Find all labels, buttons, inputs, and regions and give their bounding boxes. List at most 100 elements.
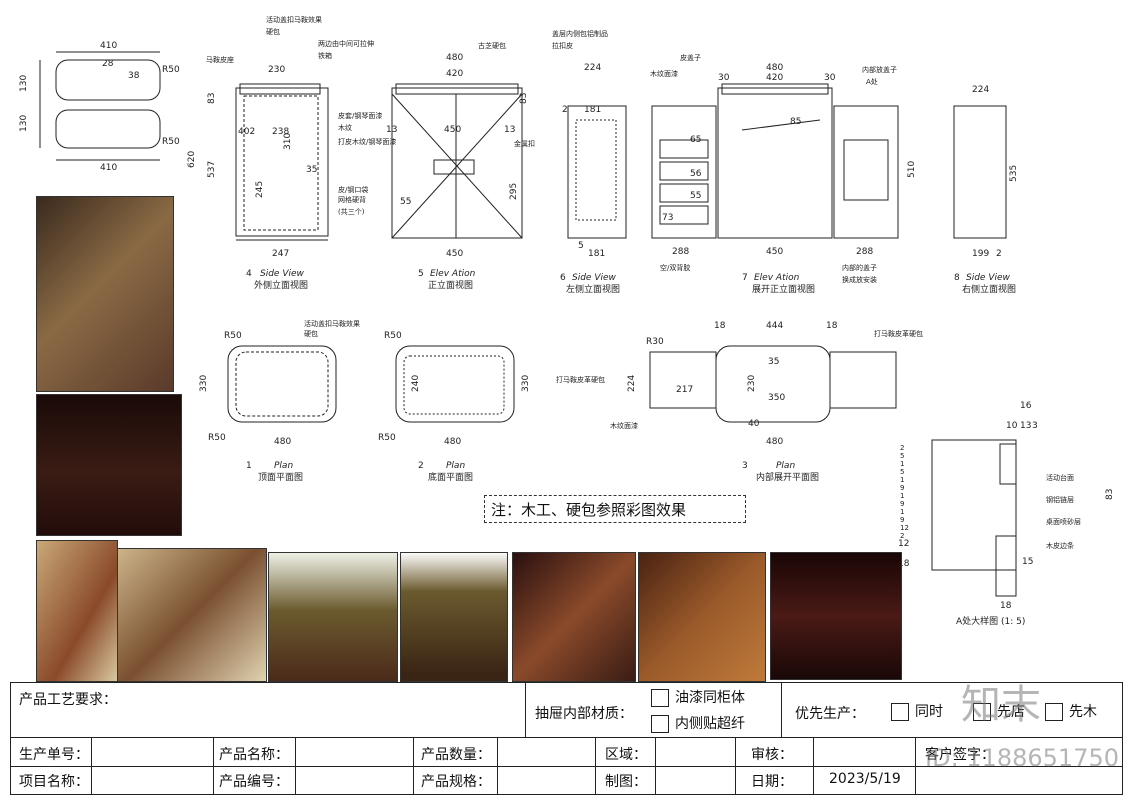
detail-a-dim-label: 12 (900, 524, 909, 532)
checkbox-icon[interactable] (973, 703, 991, 721)
priority-option-store[interactable]: 先店 (973, 701, 1025, 721)
svg-text:桌面喷砂层: 桌面喷砂层 (1046, 517, 1081, 526)
svg-text:130: 130 (19, 75, 29, 92)
priority-option-same[interactable]: 同时 (891, 701, 943, 721)
svg-text:活动台面: 活动台面 (1046, 473, 1074, 482)
plan2-outline (395, 345, 515, 423)
svg-text:12: 12 (898, 539, 909, 549)
svg-text:247: 247 (272, 249, 289, 259)
svg-text:拉扣皮: 拉扣皮 (552, 41, 573, 50)
watermark-brand: 知末 (961, 682, 1041, 728)
svg-text:Side View: Side View (572, 273, 617, 283)
svg-text:13: 13 (1020, 421, 1031, 431)
svg-text:3: 3 (742, 461, 748, 471)
svg-text:130: 130 (19, 115, 29, 132)
svg-text:Side View: Side View (260, 269, 305, 279)
svg-text:18: 18 (826, 321, 838, 331)
svg-text:450: 450 (446, 249, 463, 259)
svg-text:底面平面图: 底面平面图 (428, 471, 473, 483)
svg-text:65: 65 (690, 135, 701, 145)
svg-text:硬包: 硬包 (304, 329, 318, 338)
product-name-label: 产品名称： (219, 747, 289, 763)
detail-a-dim-label: 2 (900, 444, 904, 452)
svg-text:5: 5 (418, 269, 424, 279)
detail-a-dim-label: 5 (900, 468, 904, 476)
detail-a-dim-label: 2 (900, 532, 904, 540)
svg-text:13: 13 (504, 125, 515, 135)
svg-text:444: 444 (766, 321, 783, 331)
svg-text:420: 420 (766, 73, 783, 83)
svg-text:内部放盖子: 内部放盖子 (862, 65, 897, 74)
svg-text:活动盖扣马鞍效果: 活动盖扣马鞍效果 (304, 319, 360, 328)
svg-text:Side View: Side View (966, 273, 1011, 283)
checkbox-icon[interactable] (891, 703, 909, 721)
plan3-left (649, 351, 717, 409)
svg-text:8: 8 (954, 273, 960, 283)
svg-text:83: 83 (207, 93, 217, 104)
svg-text:古芝硬包: 古芝硬包 (478, 41, 506, 50)
svg-text:R50: R50 (208, 433, 226, 443)
svg-text:230: 230 (268, 65, 285, 75)
drafter-label: 制图： (605, 774, 647, 790)
svg-text:510: 510 (907, 161, 917, 178)
svg-text:Plan: Plan (776, 461, 795, 471)
photo-vanity-closed (400, 552, 508, 682)
svg-text:30: 30 (824, 73, 836, 83)
order-no-label: 生产单号： (19, 747, 89, 763)
drawer-option-paint[interactable]: 油漆同柜体 (651, 687, 745, 707)
svg-text:R30: R30 (646, 337, 664, 347)
svg-text:7: 7 (742, 273, 748, 283)
checkbox-icon[interactable] (651, 715, 669, 733)
svg-text:右侧立面视图: 右侧立面视图 (962, 283, 1016, 295)
right-side-outline (953, 105, 1007, 239)
svg-text:420: 420 (446, 69, 463, 79)
svg-text:打马鞍皮革硬包: 打马鞍皮革硬包 (556, 375, 605, 384)
svg-text:224: 224 (584, 63, 601, 73)
detail-a-outline (931, 439, 1017, 571)
svg-text:410: 410 (100, 41, 117, 51)
svg-text:2: 2 (418, 461, 424, 471)
svg-text:10: 10 (1006, 421, 1018, 431)
svg-text:288: 288 (856, 247, 873, 257)
svg-text:35: 35 (768, 357, 779, 367)
open-elev-left (651, 105, 717, 239)
priority-option-wood[interactable]: 先木 (1045, 701, 1097, 721)
svg-text:5: 5 (578, 241, 584, 251)
svg-text:480: 480 (444, 437, 461, 447)
detail-a-dim-label: 9 (900, 500, 904, 508)
svg-text:450: 450 (766, 247, 783, 257)
svg-text:40: 40 (748, 419, 760, 429)
photo-drawer-pull (512, 552, 636, 682)
svg-text:木纹面漆: 木纹面漆 (650, 69, 678, 78)
svg-text:13: 13 (386, 125, 397, 135)
checkbox-icon[interactable] (651, 689, 669, 707)
open-elev-mid (717, 87, 833, 239)
svg-text:83: 83 (519, 93, 529, 104)
svg-text:18: 18 (1000, 601, 1012, 611)
svg-text:A处: A处 (866, 77, 878, 86)
svg-text:R50: R50 (224, 331, 242, 341)
photo-case-open (117, 548, 267, 682)
svg-text:28: 28 (102, 59, 114, 69)
svg-text:打马鞍皮革硬包: 打马鞍皮革硬包 (874, 329, 923, 338)
svg-text:410: 410 (100, 163, 117, 173)
svg-text:535: 535 (1009, 165, 1019, 182)
svg-text:3: 3 (1032, 421, 1038, 431)
svg-text:35: 35 (306, 165, 317, 175)
svg-text:55: 55 (400, 197, 411, 207)
date-value: 2023/5/19 (829, 771, 901, 787)
svg-text:73: 73 (662, 213, 673, 223)
svg-text:480: 480 (766, 437, 783, 447)
drawer-option-microfiber[interactable]: 内侧贴超纤 (651, 713, 745, 733)
svg-text:内部的盖子: 内部的盖子 (842, 263, 877, 272)
detail-a-dim-label: 1 (900, 492, 904, 500)
svg-text:铁箱: 铁箱 (318, 51, 332, 60)
svg-text:330: 330 (199, 375, 209, 392)
svg-text:288: 288 (672, 247, 689, 257)
top-view-upper-outline (55, 59, 161, 101)
svg-text:展开正立面视图: 展开正立面视图 (752, 283, 815, 295)
checkbox-icon[interactable] (1045, 703, 1063, 721)
left-side-outline (567, 105, 627, 239)
svg-text:正立面视图: 正立面视图 (428, 279, 473, 291)
priority-label: 优先生产： (795, 706, 865, 722)
